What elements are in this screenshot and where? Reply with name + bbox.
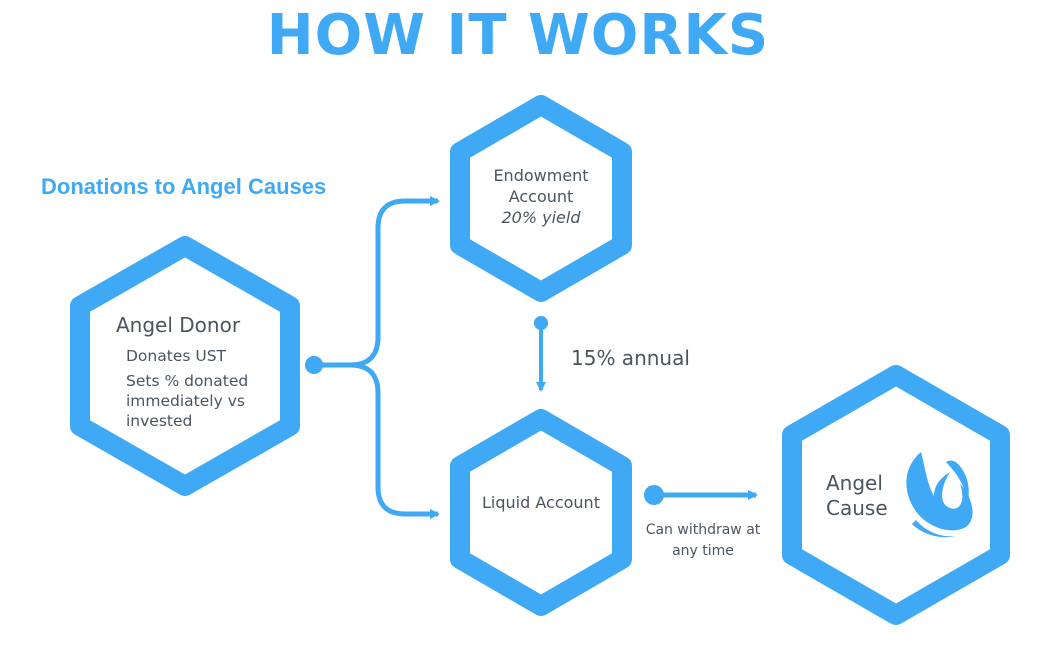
flame-icon [906, 452, 973, 538]
page-title: HOW IT WORKS [266, 3, 770, 68]
endowment-account-label: Endowment Account [493, 166, 589, 206]
endowment-yield-label: 20% yield [501, 208, 581, 227]
liquid-account-label: Liquid Account [482, 493, 600, 512]
section-heading: Donations to Angel Causes [41, 174, 327, 199]
connector-to-endowment [314, 196, 440, 368]
donor-description-line: Donates UST [126, 347, 227, 365]
donor-title: Angel Donor [116, 313, 241, 337]
endowment-hexagon [450, 95, 632, 302]
donor-description-line: Sets % donated immediately vs invested [126, 372, 249, 430]
withdraw-label: Can withdraw at any time [645, 522, 761, 559]
donor-hexagon [70, 236, 300, 496]
connector-to-liquid [349, 362, 440, 519]
annual-rate-label: 15% annual [571, 346, 690, 370]
angel-cause-label: Angel Cause [826, 471, 888, 520]
cause-hexagon [782, 365, 1010, 625]
liquid-hexagon [450, 409, 632, 616]
